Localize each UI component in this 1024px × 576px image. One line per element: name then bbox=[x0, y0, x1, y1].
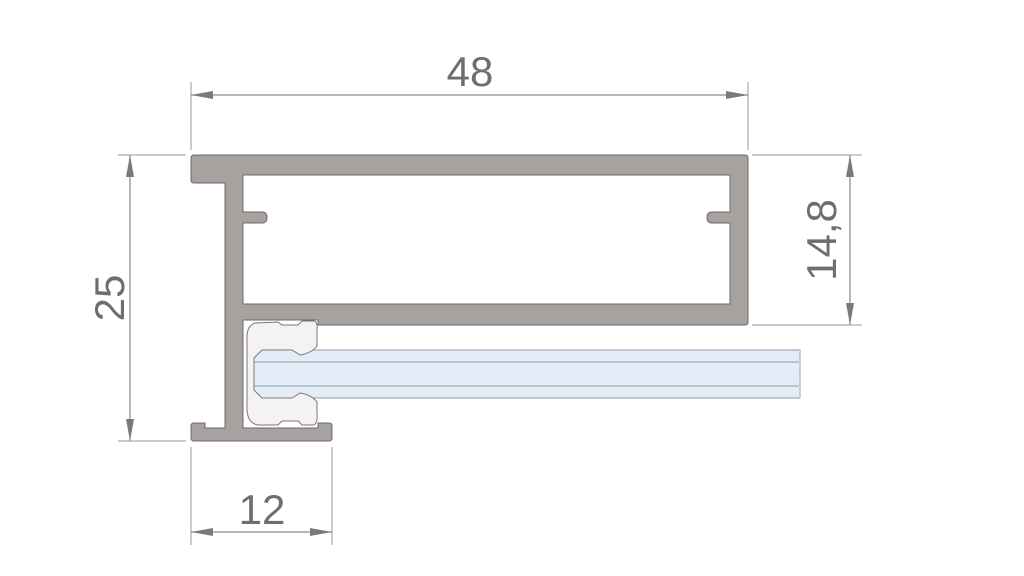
glass-panel bbox=[252, 349, 801, 399]
glass-gasket bbox=[246, 320, 318, 426]
dimension-label-14-8: 14,8 bbox=[798, 199, 845, 281]
dimension-width-total: 48 bbox=[190, 48, 749, 150]
aluminium-profile bbox=[190, 154, 749, 442]
dimension-bottom-width: 12 bbox=[190, 447, 333, 545]
dimension-label-48: 48 bbox=[447, 48, 494, 95]
dimension-height-total: 25 bbox=[86, 154, 186, 442]
dimension-label-12: 12 bbox=[239, 486, 286, 533]
dimension-box-height: 14,8 bbox=[752, 154, 862, 326]
dimension-label-25: 25 bbox=[86, 275, 133, 322]
